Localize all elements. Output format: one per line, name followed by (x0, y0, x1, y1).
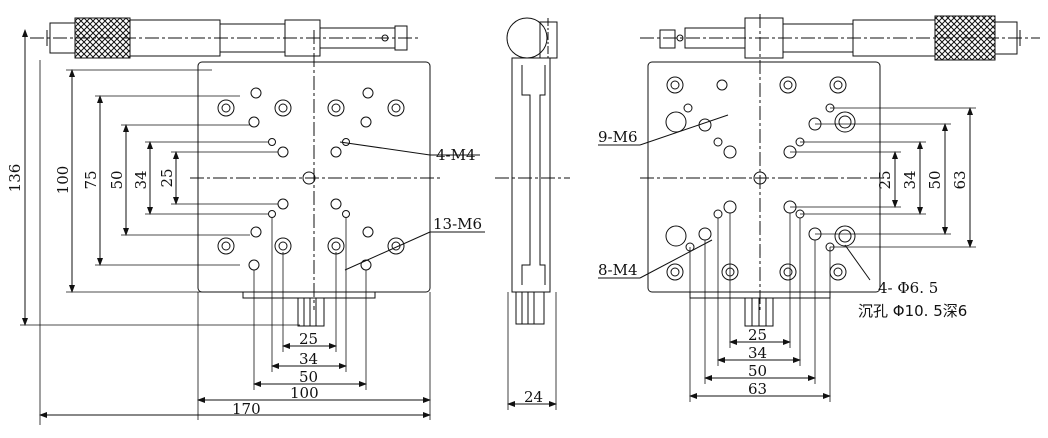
front-holes (217, 87, 405, 271)
rear-callout-9m6: 9-M6 (598, 128, 638, 146)
front-dim-bottom-34: 34 (299, 350, 318, 368)
front-callout-m4: 4-M4 (436, 146, 476, 164)
front-dim-bottom-25: 25 (299, 330, 318, 348)
rear-micrometer (640, 15, 1040, 61)
front-dim-h50: 50 (108, 170, 126, 189)
side-lock-knob (515, 291, 545, 325)
rear-dim-h34: 34 (901, 170, 919, 189)
rear-dim-h50: 50 (926, 170, 944, 189)
rear-dim-bottom-34: 34 (748, 344, 767, 362)
front-callout-m6: 13-M6 (433, 215, 482, 233)
rear-holes (665, 76, 856, 281)
side-view (495, 17, 570, 410)
front-dim-h100: 100 (54, 166, 72, 195)
rear-callout-hole: 4- Φ6. 5 (878, 279, 938, 297)
front-dim-h34: 34 (132, 170, 150, 189)
rear-dim-bottom-50: 50 (748, 362, 767, 380)
front-m4-leader (339, 141, 431, 156)
rear-dim-h25: 25 (876, 170, 894, 189)
front-m6-leader (344, 231, 431, 271)
front-dim-bottom-50: 50 (299, 368, 318, 386)
rear-dim-bottom-25: 25 (748, 326, 767, 344)
front-view (20, 17, 485, 425)
front-dim-136: 136 (6, 164, 24, 193)
front-lock-knob (297, 297, 325, 327)
dimension-labels: 170 100 50 34 25 136 100 75 50 34 25 4-M… (6, 128, 969, 418)
front-dim-170: 170 (232, 400, 261, 418)
front-micrometer (30, 17, 420, 59)
rear-callout-8m4: 8-M4 (598, 261, 638, 279)
rear-callout-counterbore: 沉孔 Φ10. 5深6 (858, 302, 967, 320)
front-dim-h25: 25 (158, 168, 176, 187)
front-dim-100: 100 (290, 384, 319, 402)
rear-plate (647, 61, 881, 293)
rear-dim-h63: 63 (951, 170, 969, 189)
rear-hole-leader (844, 244, 871, 281)
side-dim-24: 24 (524, 388, 543, 406)
rear-view (598, 14, 1040, 402)
rear-dim-bottom-63: 63 (748, 380, 767, 398)
front-dim-75: 75 (82, 170, 100, 189)
